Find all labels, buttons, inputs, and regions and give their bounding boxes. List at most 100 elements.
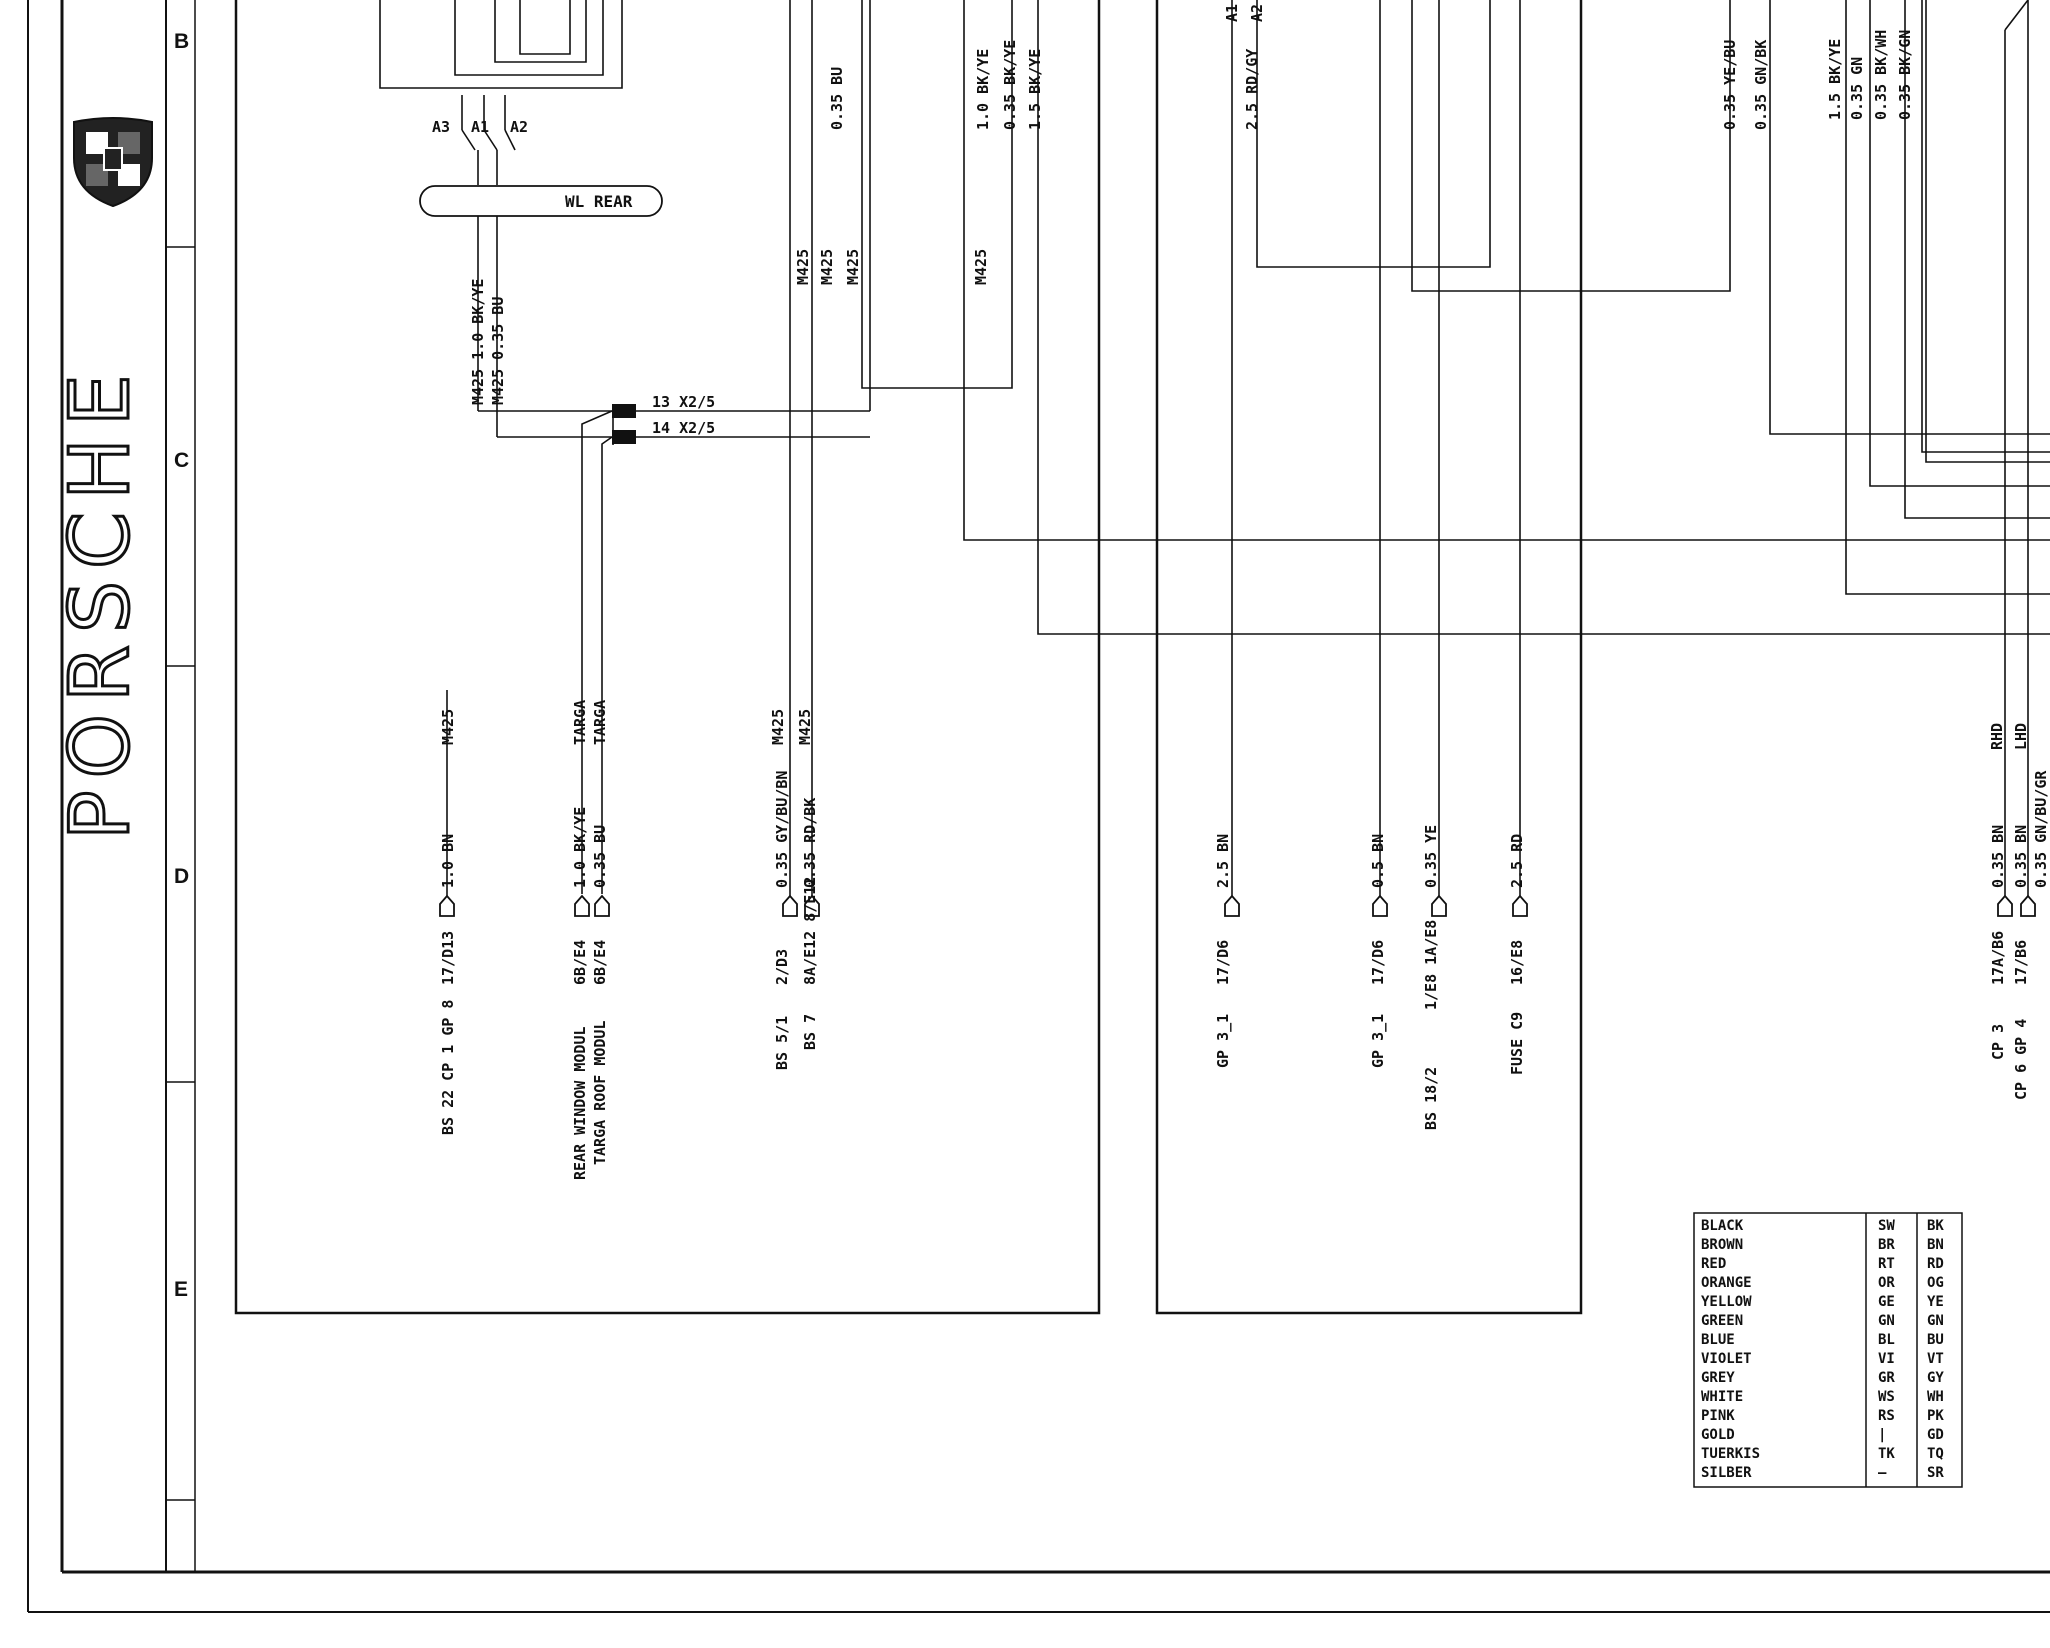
legend-german-code: | [1878,1427,1886,1443]
legend-english-code: OG [1927,1275,1944,1291]
connector-13-label: 13 X2/5 [652,393,715,411]
legend-color-name: PINK [1701,1408,1735,1424]
legend-english-code: SR [1927,1465,1944,1481]
legend-english-code: BN [1927,1237,1944,1253]
wire-label: 0.35 BK/YE [1001,40,1019,130]
legend-color-name: RED [1701,1256,1726,1272]
terminal-dest: TARGA ROOF MODUL [591,1021,609,1166]
wire-label: 1.5 BK/YE [1026,49,1044,130]
terminal-wire: 0.35 GY/BU/BN [773,771,791,888]
terminal-dest: GP 3_1 [1214,1014,1232,1068]
terminal-dest: FUSE C9 [1508,1012,1526,1075]
legend-english-code: BK [1927,1218,1944,1234]
legend-color-name: SILBER [1701,1465,1752,1481]
wires [379,0,2050,896]
terminal-dest: BS 7 [801,1014,819,1050]
legend-color-name: VIOLET [1701,1351,1752,1367]
terminal-wire: 0.35 BN [2012,825,2030,888]
wire-label: 0.35 BU [828,67,846,130]
terminal-code: 17/D6 [1214,940,1232,985]
terminal-dest: CP 6 GP 4 [2012,1019,2030,1100]
terminal-code: 2/D3 [773,949,791,985]
wire-label: M425 1.0 BK/YE [469,279,487,405]
legend-color-name: GOLD [1701,1427,1735,1443]
pin-a2-right: A2 [1248,4,1266,22]
legend-german-code: VI [1878,1351,1895,1367]
legend-color-name: GREEN [1701,1313,1743,1329]
wire-label: TARGA [571,700,589,745]
terminal-code: 17/D13 [439,931,457,985]
wire-label: 0.35 YE/BU [1721,40,1739,130]
connector-pin-13 [612,404,636,418]
terminal-dest: REAR WINDOW MODUL [571,1026,589,1180]
terminal-dest: CP 3 [1989,1024,2007,1060]
legend-german-code: GN [1878,1313,1895,1329]
pin-a3: A3 [432,118,450,136]
terminal-dest: BS 5/1 [773,1016,791,1070]
terminal-wire: 0.35 BN [1989,825,2007,888]
legend-english-code: VT [1927,1351,1944,1367]
brand-wordmark: PORSCHE [53,362,148,840]
grid-row-d: D [174,865,189,888]
legend-german-code: GR [1878,1370,1895,1386]
terminal-wire: 1.0 BK/YE [571,807,589,888]
circuit-boxes [234,0,1583,1315]
wire-label: 1.0 BK/YE [974,49,992,130]
pin-a1-right: A1 [1223,4,1241,22]
grid-row-e: E [174,1278,188,1301]
legend-color-name: BLUE [1701,1332,1735,1348]
legend-english-code: RD [1927,1256,1944,1272]
terminal-dest: BS 18/2 [1422,1067,1440,1130]
legend-english-code: TQ [1927,1446,1944,1462]
wire-label: RHD [1988,723,2006,750]
connector-14-label: 14 X2/5 [652,419,715,437]
wire-label: M425 [769,709,787,745]
terminal-wire: 2.5 RD [1508,834,1526,888]
legend-english-code: PK [1927,1408,1944,1424]
legend-english-code: YE [1927,1294,1944,1310]
legend-color-name: BROWN [1701,1237,1743,1253]
wire-label: M425 [796,709,814,745]
legend-german-code: — [1878,1465,1887,1481]
terminal-code: 6B/E4 [571,940,589,985]
terminal-wire: 0.35 RD/BK [801,798,819,888]
terminal-code: 1/E8 1A/E8 [1422,920,1440,1010]
legend-german-code: TK [1878,1446,1895,1462]
terminal-wire: 0.35 GN/BU/GR [2032,770,2050,888]
legend-color-name: TUERKIS [1701,1446,1760,1462]
legend-english-code: GD [1927,1427,1944,1443]
legend-german-code: GE [1878,1294,1895,1310]
porsche-crest-logo [73,117,153,208]
legend-german-code: OR [1878,1275,1895,1291]
legend-english-code: BU [1927,1332,1944,1348]
wire-label: M425 [844,249,862,285]
wire-label: M425 [818,249,836,285]
terminal-code: 17/D6 [1369,940,1387,985]
legend-color-name: ORANGE [1701,1275,1752,1291]
wire-label: TARGA [591,700,609,745]
wire-label: 0.35 BK/GN [1896,30,1914,120]
pin-a2: A2 [510,118,528,136]
wl-rear-label: WL REAR [565,192,633,211]
legend-german-code: SW [1878,1218,1895,1234]
terminal-wire: 0.35 BU [591,825,609,888]
legend-color-name: GREY [1701,1370,1735,1386]
pin-a1: A1 [471,118,489,136]
grid-row-b: B [174,30,189,53]
wire-label: 0.35 BK/WH [1872,30,1890,120]
wire-label: 0.35 GN [1848,57,1866,120]
legend-color-name: BLACK [1701,1218,1744,1234]
legend-german-code: BL [1878,1332,1895,1348]
legend-german-code: RT [1878,1256,1895,1272]
terminal-wire: 2.5 BN [1214,834,1232,888]
horizontal-labels: WL REAR A3 A1 A2 13 X2/5 14 X2/5 [432,118,715,437]
legend-german-code: RS [1878,1408,1895,1424]
terminal-code: 17/B6 [2012,940,2030,985]
connector-pin-14 [612,430,636,444]
wire-label: LHD [2012,723,2030,750]
terminal-dest: BS 22 CP 1 GP 8 [439,1000,457,1135]
terminal-wire: 1.0 BN [439,834,457,888]
legend-german-code: BR [1878,1237,1895,1253]
